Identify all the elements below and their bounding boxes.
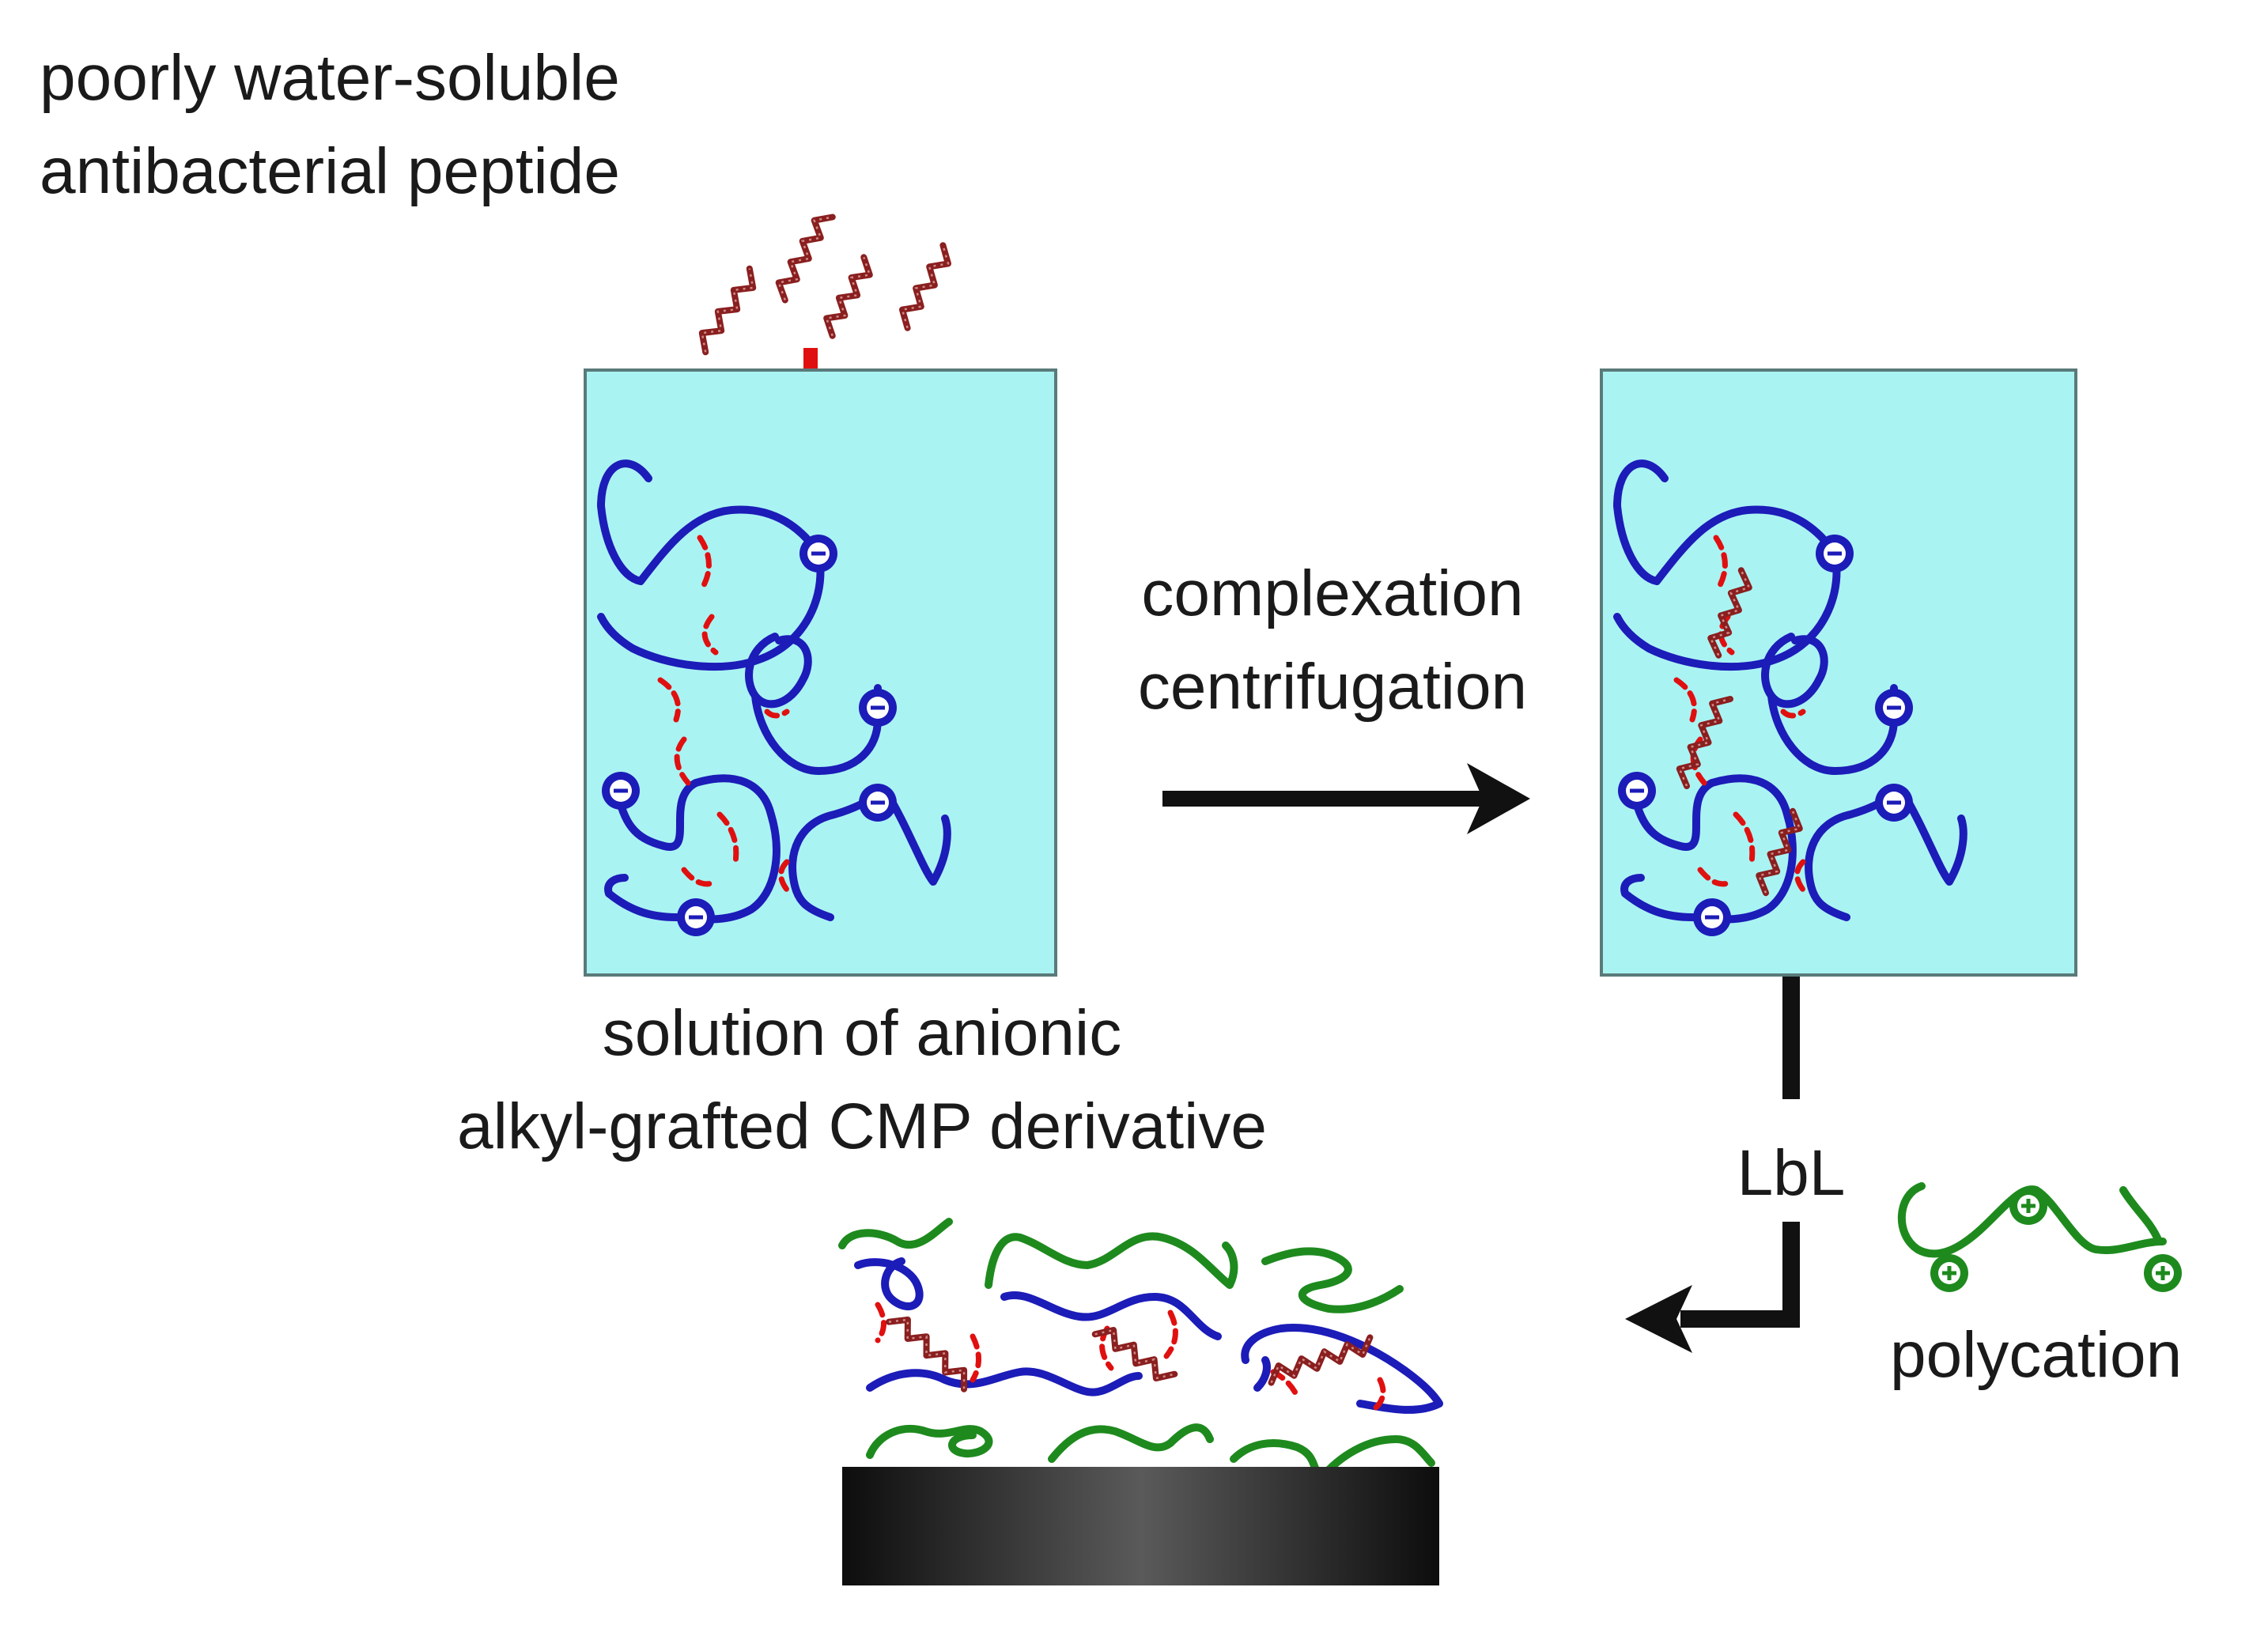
polyanion-peptide-complex [1613, 459, 1967, 936]
lbl-multilayer-film [838, 1218, 1443, 1483]
alkyl-graft [681, 867, 719, 887]
polyanion-chain [1761, 633, 1898, 775]
anionic-charge [1618, 772, 1656, 810]
peptide-label-line-2: antibacterial peptide [40, 135, 620, 207]
peptide-helix [823, 254, 873, 339]
substrate [842, 1467, 1439, 1585]
alkyl-graft [697, 535, 712, 588]
process-label-line-1: complexation [1141, 557, 1524, 629]
solution-label: solution of anionic alkyl-grafted CMP de… [316, 987, 1408, 1173]
polycation-layer [866, 1424, 993, 1459]
peptide-helix [1707, 567, 1752, 659]
polyanion-chains-free [597, 459, 951, 936]
peptide-helix [1091, 1327, 1178, 1381]
peptide-helix [775, 214, 836, 304]
solution-label-line-1: solution of anionic [602, 997, 1122, 1069]
polycation-label: polycation [1890, 1319, 2183, 1391]
alkyl-graft [1163, 1309, 1178, 1359]
polyanion-layer [854, 1257, 924, 1311]
peptide-helix [1676, 696, 1733, 789]
solution-label-line-2: alkyl-grafted CMP derivative [457, 1090, 1267, 1162]
alkyl-graft [1673, 677, 1697, 723]
polycation-layer [985, 1232, 1238, 1289]
solution-box-before [584, 368, 1057, 977]
process-label-line-2: centrifugation [1137, 651, 1528, 723]
peptide-helix [899, 242, 951, 331]
polycation-layer [838, 1218, 953, 1249]
anionic-charge [1875, 784, 1913, 822]
polyanion-chain [1620, 774, 1797, 924]
solution-box-complexed-fill [1600, 368, 2077, 977]
cationic-charge [1930, 1254, 1968, 1292]
polycation-layer [1048, 1423, 1214, 1463]
solution-box-before-fill [584, 368, 1057, 977]
solution-box-complexed [1600, 368, 2077, 977]
alkyl-graft [1780, 709, 1806, 719]
lbl-arrow [1625, 977, 1800, 1353]
anionic-charge [1693, 898, 1731, 936]
anionic-charge [859, 784, 897, 822]
alkyl-graft [875, 1302, 886, 1343]
alkyl-graft [1733, 811, 1756, 865]
anionic-charge [859, 689, 897, 727]
anionic-charge [602, 772, 640, 810]
polycation-chain [1897, 1182, 2182, 1292]
anionic-charge [1816, 535, 1854, 573]
alkyl-graft [1713, 535, 1728, 588]
cationic-charge [2144, 1254, 2182, 1292]
alkyl-graft [701, 614, 719, 656]
anionic-charge [677, 898, 715, 936]
alkyl-graft [764, 709, 790, 719]
anionic-charge [1875, 689, 1913, 727]
alkyl-graft [1794, 859, 1806, 893]
alkyl-graft [674, 736, 691, 786]
polyanion-layer [1000, 1291, 1222, 1340]
process-arrow [1162, 763, 1530, 834]
polyanion-chain [745, 633, 882, 775]
polycation-layer [1261, 1247, 1404, 1313]
alkyl-graft [1373, 1377, 1386, 1411]
cationic-charge [2009, 1187, 2047, 1225]
polyanion-chain [1613, 459, 1841, 671]
peptide-helix [1756, 807, 1803, 897]
incoming-peptides [698, 214, 951, 356]
alkyl-graft [716, 811, 739, 865]
polyanion-chain [604, 774, 781, 924]
peptide-helix [698, 265, 757, 356]
alkyl-graft [657, 677, 681, 723]
alkyl-graft [1697, 867, 1735, 887]
peptide-helix [886, 1316, 968, 1393]
polyanion-layer [866, 1367, 1143, 1396]
peptide-helix [1268, 1334, 1374, 1386]
anionic-charge [799, 535, 837, 573]
process-label: complexation centrifugation [1048, 547, 1617, 734]
peptide-label: poorly water-soluble antibacterial pepti… [40, 32, 620, 218]
polyanion-chain [597, 459, 825, 671]
alkyl-graft [778, 859, 790, 893]
lbl-label: LbL [1737, 1137, 1846, 1209]
polyanion-layer [1253, 1356, 1271, 1392]
peptide-label-line-1: poorly water-soluble [40, 42, 620, 114]
alkyl-graft [970, 1333, 981, 1383]
